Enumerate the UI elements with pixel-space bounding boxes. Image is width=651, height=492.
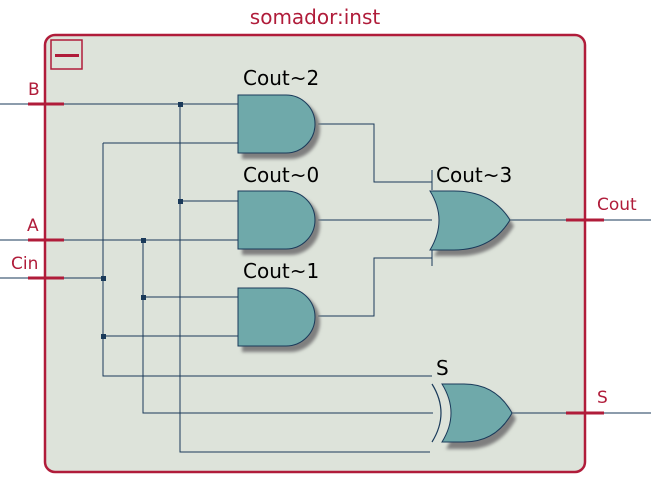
wire-junctions: [101, 102, 183, 339]
collapse-button[interactable]: [50, 39, 83, 70]
xor-gate-s[interactable]: [431, 383, 516, 449]
minus-icon: [55, 54, 79, 57]
or-gate-cout3[interactable]: [429, 190, 514, 256]
and-gate-cout2[interactable]: [237, 94, 320, 159]
port-stubs: [28, 102, 604, 415]
gate-label-cout0: Cout~0: [243, 163, 319, 187]
gate-label-s: S: [436, 356, 449, 380]
and-gate-cout0[interactable]: [237, 190, 320, 255]
gate-label-cout3: Cout~3: [436, 163, 512, 187]
port-label-a: A: [27, 216, 39, 236]
gate-label-cout2: Cout~2: [243, 66, 319, 90]
gate-label-cout1: Cout~1: [243, 259, 319, 283]
and-gate-cout1[interactable]: [237, 287, 320, 352]
port-label-cin: Cin: [11, 254, 38, 274]
port-label-cout: Cout: [597, 195, 637, 215]
block-title: somador:inst: [250, 5, 381, 29]
port-label-b: B: [28, 80, 40, 100]
port-label-s: S: [597, 388, 608, 408]
